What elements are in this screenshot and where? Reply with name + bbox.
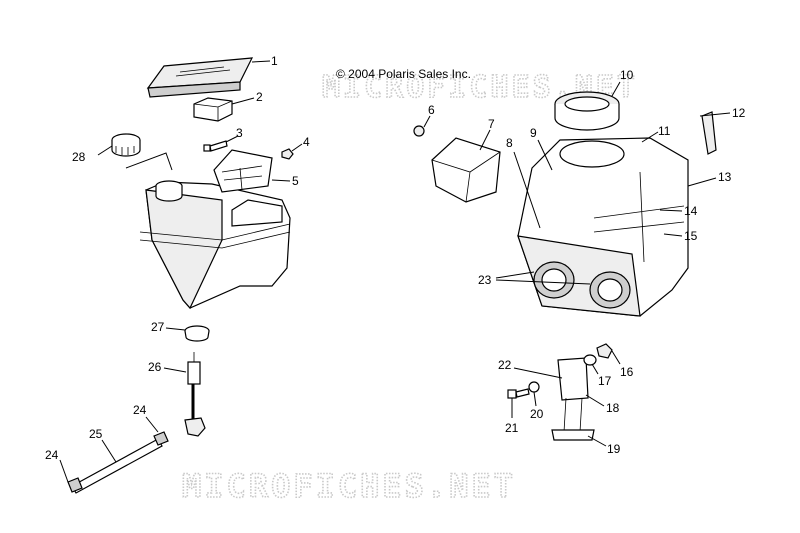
callout-7: 7 xyxy=(488,117,495,131)
callout-10: 10 xyxy=(620,68,634,82)
callout-13: 13 xyxy=(718,170,732,184)
part-bolt-3 xyxy=(203,140,228,152)
callout-12: 12 xyxy=(732,106,746,120)
callout-23: 23 xyxy=(478,273,492,287)
part-airbox xyxy=(517,137,689,317)
callout-24b: 24 xyxy=(45,448,59,462)
part-screw-6 xyxy=(413,125,425,137)
part-bracket-5 xyxy=(213,149,273,193)
callout-28: 28 xyxy=(72,150,86,164)
part-bolt-21 xyxy=(507,388,530,399)
callout-15: 15 xyxy=(684,229,698,243)
copyright-notice: © 2004 Polaris Sales Inc. xyxy=(336,67,471,81)
part-bracket-18 xyxy=(551,357,595,441)
callout-26: 26 xyxy=(148,360,162,374)
part-washer-20 xyxy=(528,381,540,393)
part-module-7 xyxy=(431,137,501,203)
part-nut-16 xyxy=(596,343,613,359)
part-nut-4 xyxy=(281,148,294,160)
part-washer-17 xyxy=(583,354,597,366)
callout-18: 18 xyxy=(606,401,620,415)
part-cover xyxy=(146,57,254,98)
callout-25: 25 xyxy=(89,427,103,441)
part-tank xyxy=(139,180,291,310)
part-pickup-26 xyxy=(184,352,206,437)
callout-3: 3 xyxy=(236,126,243,140)
callout-1: 1 xyxy=(271,54,278,68)
callout-24a: 24 xyxy=(133,403,147,417)
callout-6: 6 xyxy=(428,103,435,117)
callout-14: 14 xyxy=(684,204,698,218)
callout-27: 27 xyxy=(151,320,165,334)
callout-20: 20 xyxy=(530,407,544,421)
callout-8: 8 xyxy=(506,136,513,150)
leader-lines xyxy=(59,60,731,483)
callout-4: 4 xyxy=(303,135,310,149)
part-cap-28 xyxy=(111,133,141,157)
part-ring-10 xyxy=(554,91,620,131)
part-block xyxy=(193,97,233,122)
watermark-bottom: MICROFICHES.NET xyxy=(182,467,516,505)
callout-19: 19 xyxy=(607,442,621,456)
callout-17: 17 xyxy=(598,374,612,388)
callout-22: 22 xyxy=(498,358,512,372)
callout-11: 11 xyxy=(658,124,671,138)
callout-16: 16 xyxy=(620,365,634,379)
part-clip-12 xyxy=(701,111,717,155)
part-grommet-27 xyxy=(184,325,210,342)
callout-9: 9 xyxy=(530,126,537,140)
callout-21: 21 xyxy=(505,421,519,435)
callout-5: 5 xyxy=(292,174,299,188)
callout-2: 2 xyxy=(256,90,263,104)
part-hose-25 xyxy=(67,431,169,494)
